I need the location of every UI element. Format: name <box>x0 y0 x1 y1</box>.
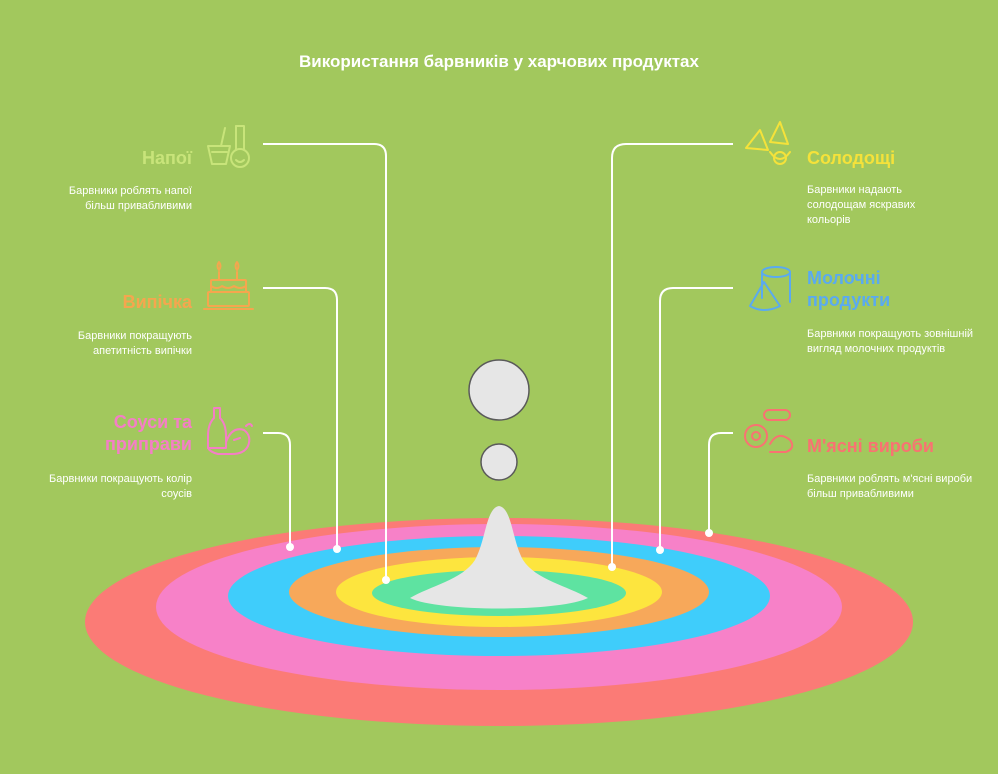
connector-candy <box>611 143 733 567</box>
connector-dot-meat <box>705 529 713 537</box>
desc-candy: Барвники надають солодощам яскравих коль… <box>807 184 916 226</box>
label-candy: Солодощі <box>807 148 896 168</box>
desc-meat: Барвники роблять м'ясні вироби більш при… <box>807 473 973 500</box>
diagram-title: Використання барвників у харчових продук… <box>299 52 699 71</box>
candy-icon <box>745 121 791 165</box>
connector-dot-sauce <box>286 543 294 551</box>
connector-dot-candy <box>608 563 616 571</box>
connector-cake <box>263 287 338 549</box>
meat-icon <box>744 409 794 453</box>
label-drinks: Напої <box>142 148 192 168</box>
label-cake: Випічка <box>122 292 192 312</box>
connector-dairy <box>659 287 733 550</box>
drinks-icon <box>207 125 250 168</box>
desc-cake: Барвники покращують апетитність випічки <box>77 330 192 357</box>
sauce-icon <box>207 407 253 455</box>
connector-dot-drinks <box>382 576 390 584</box>
connector-dot-dairy <box>656 546 664 554</box>
connector-dot-cake <box>333 545 341 553</box>
desc-sauce: Барвники покращують колір соусів <box>49 473 192 500</box>
label-dairy: Молочні продукти <box>807 268 891 310</box>
splash-peak <box>410 506 588 609</box>
cake-icon <box>203 261 254 310</box>
connector-drinks <box>263 143 387 580</box>
connector-meat <box>708 432 733 533</box>
desc-drinks: Барвники роблять напої більш привабливим… <box>68 185 192 212</box>
drop-small <box>480 443 518 481</box>
drop-large <box>468 359 530 421</box>
label-meat: М'ясні вироби <box>807 436 934 456</box>
connector-sauce <box>263 432 291 547</box>
dairy-icon <box>749 266 791 311</box>
label-sauce: Соуси та приправи <box>105 412 192 454</box>
desc-dairy: Барвники покращують зовнішній вигляд мол… <box>807 328 974 355</box>
